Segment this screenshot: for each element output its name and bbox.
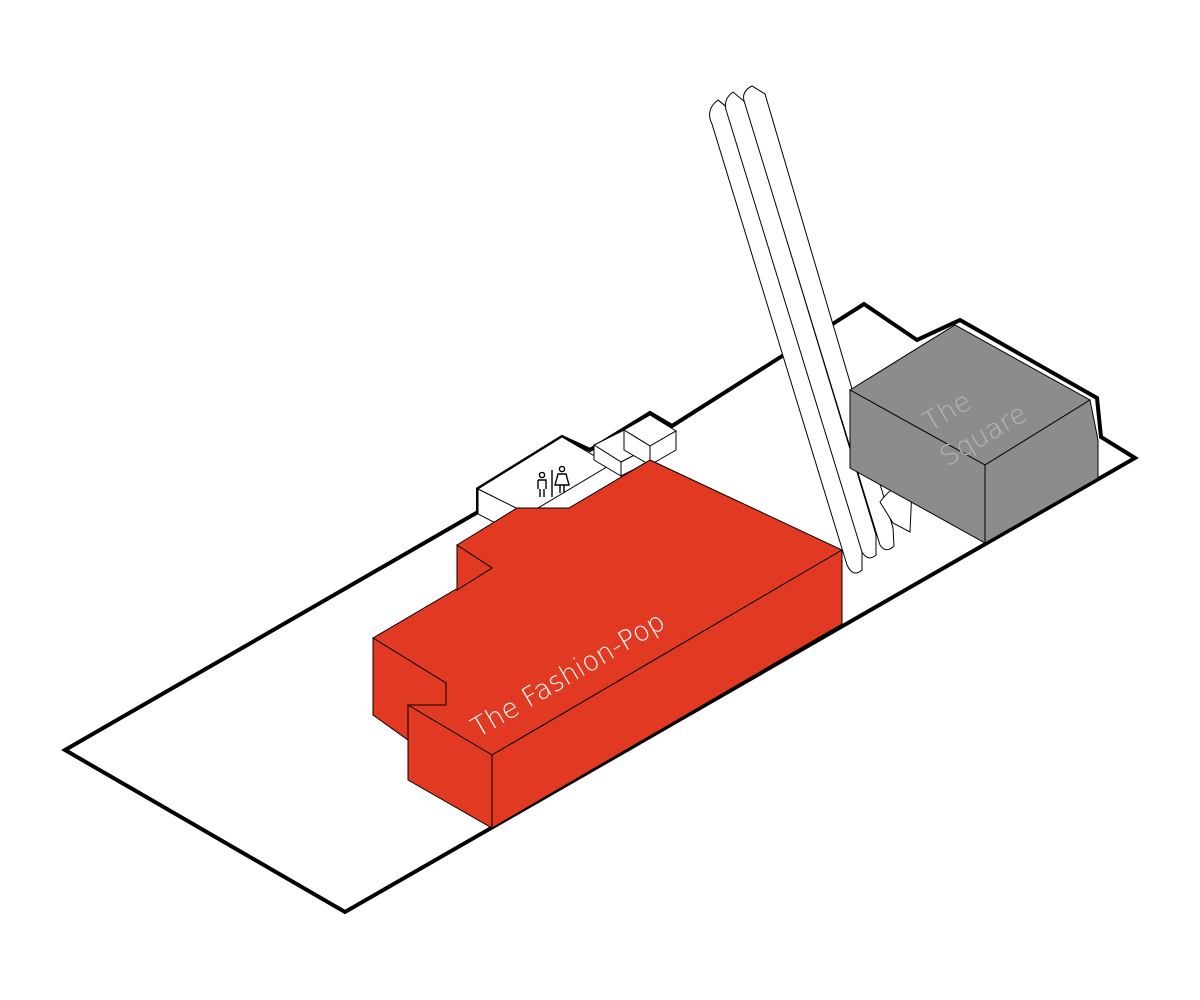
kiosk-small-right[interactable] xyxy=(623,414,677,466)
store-fashion-pop-notch xyxy=(456,544,493,591)
store-square-side xyxy=(984,399,1099,544)
restroom-icon xyxy=(537,465,570,497)
store-square[interactable]: The Square xyxy=(849,324,1099,544)
escalator-2 xyxy=(725,91,877,559)
store-fashion-pop-side xyxy=(491,549,843,829)
store-fashion-pop[interactable]: The Fashion-Pop xyxy=(372,459,844,829)
store-fashion-pop-left xyxy=(372,637,447,741)
